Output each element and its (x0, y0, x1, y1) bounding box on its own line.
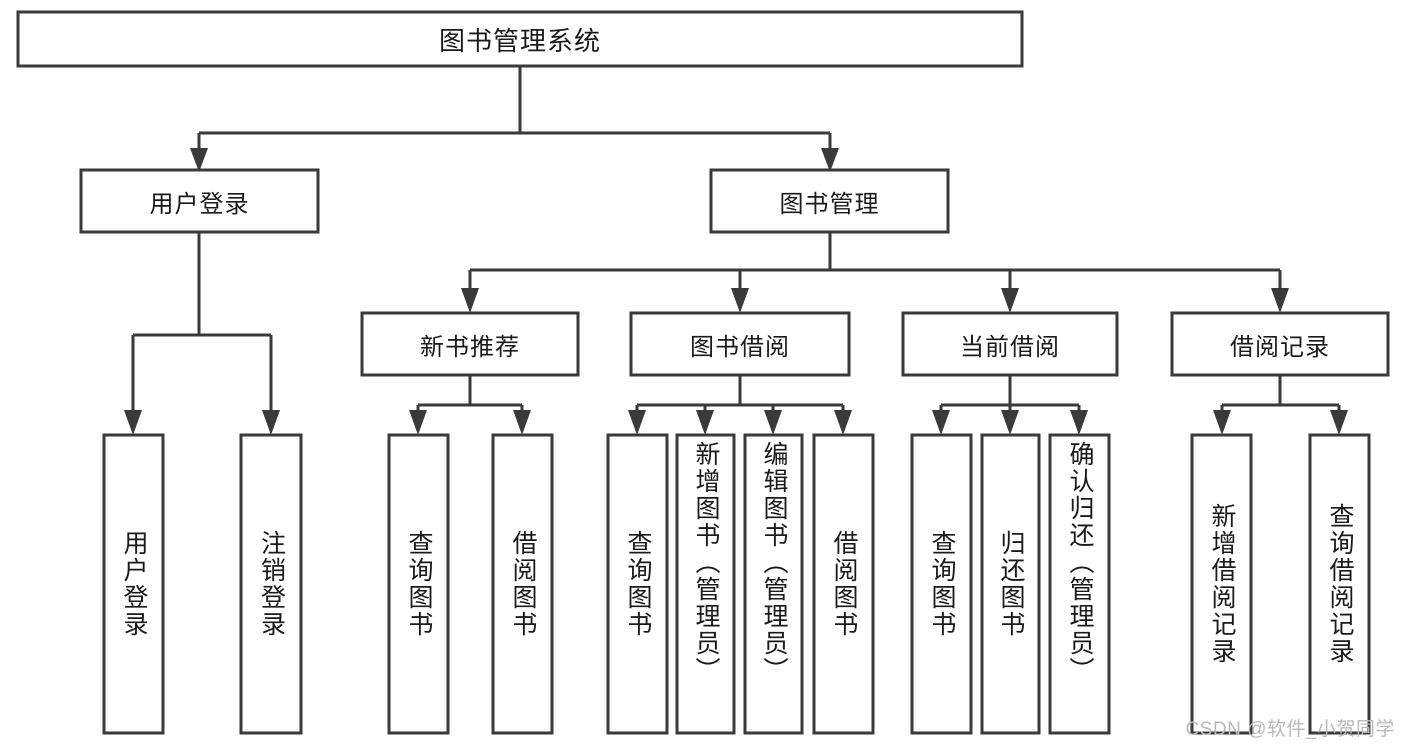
arrow-head-leaf-user-login (124, 410, 142, 435)
node-book-management[interactable] (709, 168, 950, 234)
connector-group-root-to-level2 (190, 66, 839, 172)
node-root[interactable] (16, 10, 1024, 68)
connector-group-borrow-record-to-leaves (1213, 375, 1348, 435)
arrow-head-leaf-add-book (696, 410, 714, 435)
node-leaf-logout[interactable] (239, 433, 303, 735)
arrow-head-leaf-logout (262, 410, 280, 435)
node-leaf-query-book-2[interactable] (606, 433, 669, 735)
connector-group-new-book-recommend-to-leaves (409, 375, 531, 435)
node-leaf-confirm-return[interactable] (1048, 433, 1111, 735)
node-leaf-query-book-3[interactable] (910, 433, 973, 735)
node-new-book-recommend[interactable] (360, 311, 580, 377)
node-leaf-query-record[interactable] (1308, 433, 1371, 735)
node-leaf-add-book[interactable] (675, 433, 736, 735)
arrow-head-leaf-edit-book (764, 410, 782, 435)
node-leaf-query-book-1[interactable] (387, 433, 450, 735)
connector-group-user-login-to-leaves (124, 232, 280, 435)
node-book-borrow[interactable] (629, 311, 851, 377)
node-borrow-record[interactable] (1170, 311, 1390, 377)
node-leaf-user-login[interactable] (102, 433, 165, 735)
arrow-head-book-borrow (731, 288, 749, 313)
connector-group-book-borrow-to-leaves (628, 375, 852, 435)
arrow-head-new-book-recommend (461, 288, 479, 313)
arrow-head-borrow-record (1271, 288, 1289, 313)
arrow-head-leaf-add-record (1213, 410, 1231, 435)
arrow-head-user-login (190, 148, 208, 172)
node-user-login[interactable] (79, 168, 320, 234)
arrow-head-book-management (821, 148, 839, 172)
node-leaf-borrow-book-2[interactable] (812, 433, 875, 735)
arrow-head-leaf-query-record (1330, 410, 1348, 435)
arrow-head-leaf-query-book-2 (628, 410, 646, 435)
arrow-head-leaf-borrow-book-1 (513, 410, 531, 435)
arrow-head-current-borrow (1001, 288, 1019, 313)
connector-group-book-management-to-level3 (461, 232, 1289, 313)
connector-group-current-borrow-to-leaves (932, 375, 1088, 435)
node-leaf-borrow-book-1[interactable] (491, 433, 554, 735)
arrow-head-leaf-query-book-3 (932, 410, 950, 435)
node-leaf-edit-book[interactable] (743, 433, 804, 735)
node-leaf-return-book[interactable] (980, 433, 1041, 735)
node-leaf-add-record[interactable] (1190, 433, 1253, 735)
arrow-head-leaf-query-book-1 (409, 410, 427, 435)
arrow-head-leaf-confirm-return (1070, 410, 1088, 435)
arrow-head-leaf-borrow-book-2 (834, 410, 852, 435)
node-current-borrow[interactable] (901, 311, 1119, 377)
arrow-head-leaf-return-book (1001, 410, 1019, 435)
